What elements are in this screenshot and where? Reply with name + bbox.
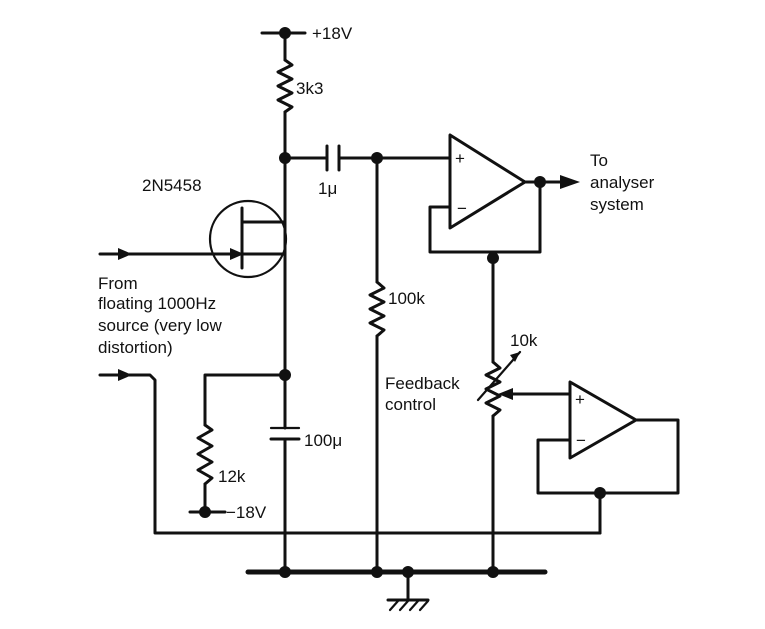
opamp-buffer-1: + − [448, 133, 527, 230]
label-system: system [590, 195, 644, 214]
label-distortion: distortion) [98, 338, 173, 357]
input-arrow-gate [118, 248, 132, 260]
label-analyser: analyser [590, 173, 655, 192]
label-minus-18v: −18V [226, 503, 267, 522]
label-10k: 10k [510, 331, 538, 350]
label-100u: 100μ [304, 431, 342, 450]
capacitor-1u [283, 144, 452, 172]
label-plus-18v: +18V [312, 24, 353, 43]
opamp1-minus-label: − [457, 199, 467, 218]
output-arrow [560, 175, 580, 189]
potentiometer-10k [484, 360, 502, 418]
supply-plus-18v: +18V [260, 24, 353, 43]
label-12k: 12k [218, 467, 246, 486]
opamp1-plus-label: + [455, 149, 465, 168]
label-control: control [385, 395, 436, 414]
capacitor-100u [269, 373, 301, 574]
label-1u: 1μ [318, 179, 337, 198]
opamp-buffer-2: + − [568, 380, 638, 460]
ground-symbol [386, 570, 430, 612]
label-100k: 100k [388, 289, 425, 308]
opamp2-minus-label: − [576, 431, 586, 450]
wiper-arrow [498, 388, 513, 400]
label-to: To [590, 151, 608, 170]
resistor-100k [368, 280, 386, 338]
label-floating-source: floating 1000Hz [98, 294, 216, 313]
opamp2-plus-label: + [575, 390, 585, 409]
resistor-3k3 [276, 58, 294, 114]
resistor-12k [196, 423, 214, 486]
label-3k3: 3k3 [296, 79, 323, 98]
label-feedback: Feedback [385, 374, 460, 393]
label-from: From [98, 274, 138, 293]
input-arrow-return [118, 369, 132, 381]
label-very-low: source (very low [98, 316, 222, 335]
label-2n5458: 2N5458 [142, 176, 202, 195]
supply-minus-18v: −18V [188, 503, 267, 522]
jfet-2n5458 [208, 199, 288, 279]
